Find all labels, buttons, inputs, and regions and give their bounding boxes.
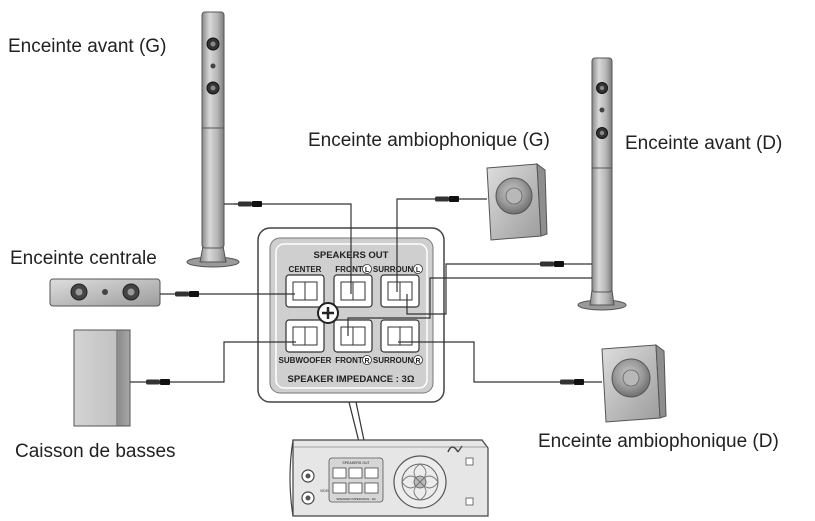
panel-impedance: SPEAKER IMPEDANCE : 3Ω <box>288 374 415 385</box>
terminal-side-surround-l: L <box>416 267 421 274</box>
terminal-surround-left <box>380 274 420 308</box>
terminal-label-subwoofer: SUBWOOFER <box>279 356 332 365</box>
label-subwoofer: Caisson de basses <box>15 441 176 462</box>
terminal-side-front-l: L <box>365 267 370 274</box>
terminal-side-surround-r: R <box>415 358 420 365</box>
terminal-label-front-l: FRONT <box>335 265 363 274</box>
polarity-plus-icon <box>317 302 339 324</box>
label-center: Enceinte centrale <box>10 248 157 269</box>
terminal-surround-right <box>380 319 420 353</box>
front-right-speaker <box>577 57 627 311</box>
surround-right-speaker <box>601 343 667 423</box>
terminal-front-left <box>333 274 373 308</box>
terminal-subwoofer <box>285 319 325 353</box>
terminal-side-front-r: R <box>364 358 369 365</box>
subwoofer-speaker <box>73 329 131 427</box>
fan-icon <box>393 455 447 509</box>
terminal-label-surround-r: SURROUND <box>373 356 419 365</box>
terminal-center <box>285 274 325 308</box>
label-surround-left: Enceinte ambiophonique (G) <box>308 130 550 151</box>
terminal-label-surround-l: SURROUND <box>373 265 419 274</box>
center-speaker <box>49 278 161 307</box>
surround-left-speaker <box>486 162 548 241</box>
label-front-left: Enceinte avant (G) <box>8 36 167 57</box>
terminal-label-front-r: FRONT <box>335 356 363 365</box>
front-left-speaker <box>186 11 240 268</box>
label-front-right: Enceinte avant (D) <box>625 133 783 154</box>
receiver-mini-title: SPEAKERS OUT <box>342 461 370 465</box>
wire-connectors <box>146 196 584 385</box>
label-surround-right: Enceinte ambiophonique (D) <box>538 431 779 452</box>
terminal-front-right <box>333 319 373 353</box>
speakers-out-panel: SPEAKERS OUT CENTER FRONT L SURROUND L S… <box>257 227 445 403</box>
receiver-rear-panel: VIDEO OUT SPEAKERS OUT SPEAKER IMPEDANCE… <box>289 439 489 517</box>
terminal-label-center: CENTER <box>289 265 322 274</box>
receiver-mini-impedance: SPEAKER IMPEDANCE : 3Ω <box>336 497 376 501</box>
